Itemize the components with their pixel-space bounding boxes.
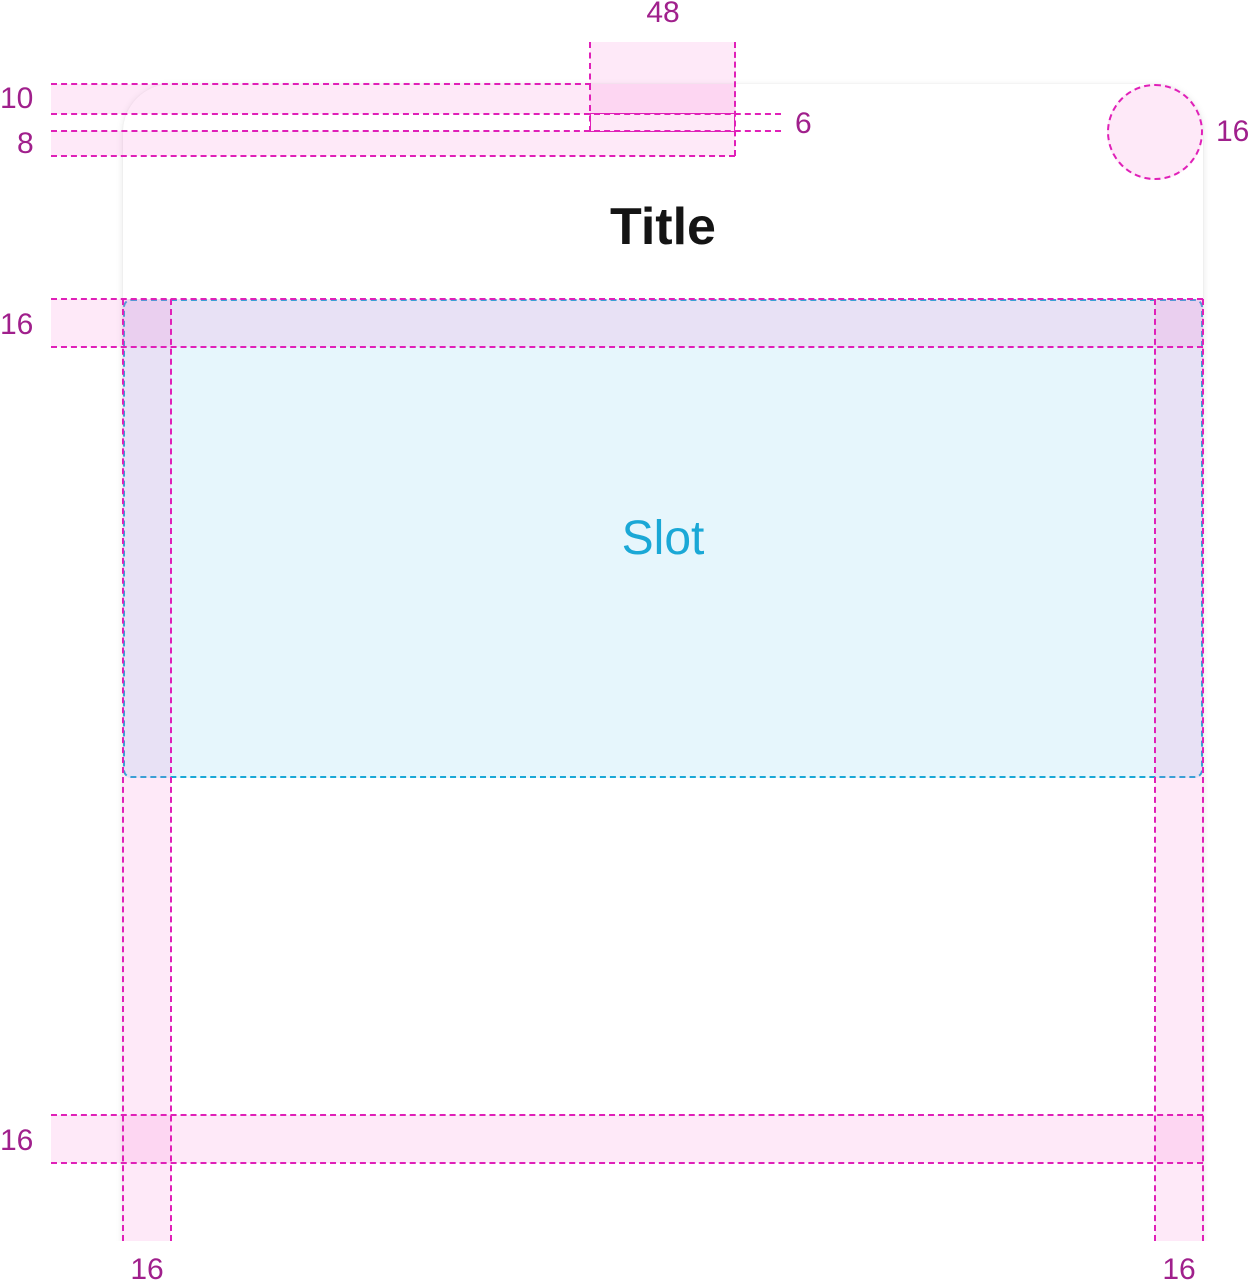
bottom-padding-band — [51, 1115, 1203, 1163]
top-padding-measure: 16 — [0, 308, 34, 341]
top-padding-guide — [51, 346, 1203, 348]
right-padding-guide — [1154, 299, 1156, 1241]
bottom-padding-guide — [51, 1114, 1203, 1116]
handle-guide-line — [51, 155, 735, 157]
handle-top-padding-measure: 10 — [0, 82, 34, 115]
corner-radius-indicator — [1107, 84, 1203, 180]
corner-radius-measure: 16 — [1216, 115, 1249, 148]
handle-guide-line — [734, 42, 736, 156]
content-slot — [123, 299, 1203, 778]
handle-bottom-padding-measure: 8 — [17, 127, 34, 160]
handle-guide-line — [51, 130, 781, 132]
handle-width-measure: 48 — [646, 0, 680, 29]
sheet-bottom-fade — [110, 1241, 1220, 1285]
bottom-padding-guide — [51, 1162, 1203, 1164]
handle-guide-line — [589, 42, 591, 132]
sheet-title: Title — [610, 198, 716, 256]
right-padding-band — [1155, 299, 1203, 1241]
slot-label: Slot — [621, 512, 705, 565]
handle-guide-line — [51, 83, 591, 85]
handle-guide-line — [51, 113, 781, 115]
handle-height-measure: 6 — [795, 107, 812, 140]
left-padding-measure: 16 — [130, 1253, 164, 1286]
top-padding-guide — [51, 298, 1203, 300]
right-padding-guide — [1202, 299, 1204, 1241]
left-padding-guide — [170, 299, 172, 1241]
left-padding-band — [123, 299, 171, 1241]
handle-top-padding-band — [51, 84, 735, 114]
handle-width-band — [590, 42, 736, 132]
top-padding-band — [51, 299, 1203, 347]
right-padding-measure: 16 — [1162, 1253, 1196, 1286]
bottom-padding-measure: 16 — [0, 1124, 34, 1157]
handle-bottom-padding-band — [51, 131, 735, 156]
drag-handle — [590, 113, 735, 132]
left-padding-guide — [122, 299, 124, 1241]
